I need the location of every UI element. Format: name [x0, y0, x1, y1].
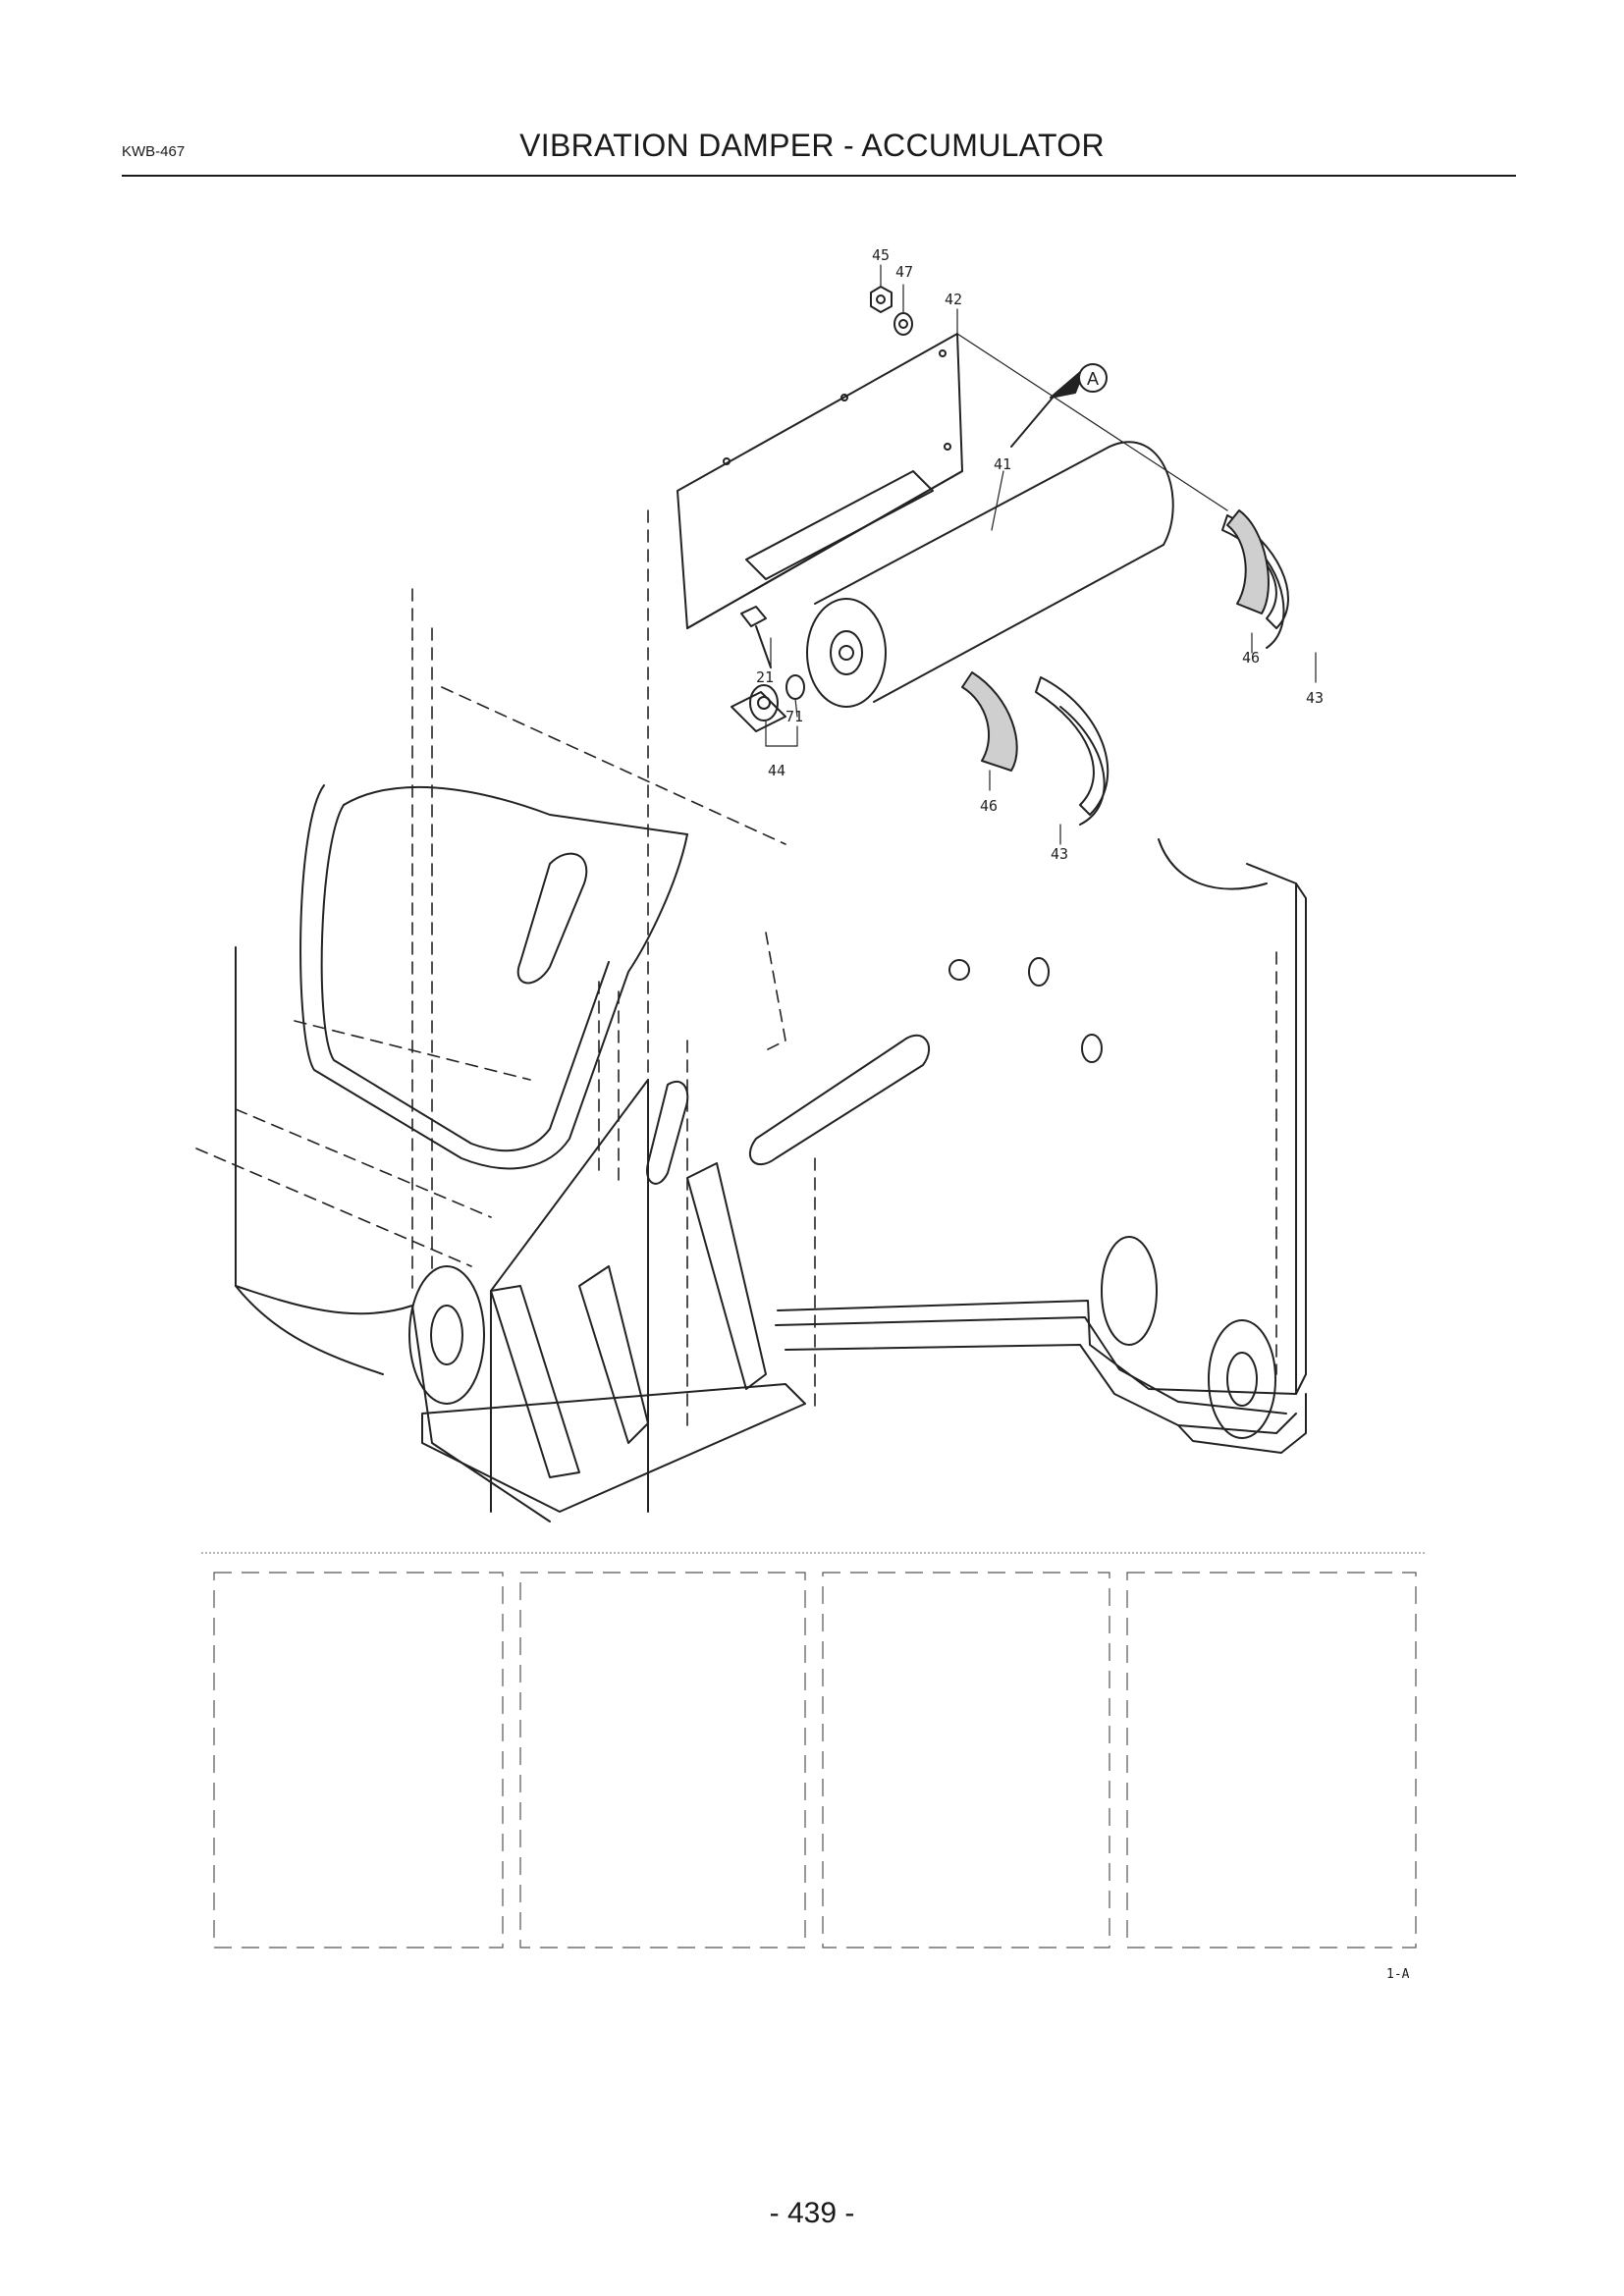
callout-46-lower: 46	[980, 797, 998, 815]
fitting-44	[731, 684, 786, 732]
frame-drawing	[235, 784, 1307, 1522]
page-number: - 439 -	[769, 2197, 855, 2229]
callout-47: 47	[895, 263, 913, 281]
parts-table	[201, 1552, 1426, 1949]
callout-43-upper: 43	[1306, 689, 1324, 707]
callouts: 45 47 42 41 21 71 44 46 43 46 43 A	[756, 246, 1324, 863]
hidden-lines	[195, 509, 1277, 1434]
header-rule	[122, 175, 1516, 177]
callout-71: 71	[785, 708, 803, 725]
leader-lines	[765, 264, 1317, 845]
view-label-a: A	[1087, 369, 1099, 389]
mounting-straps	[1035, 514, 1289, 826]
callout-41: 41	[994, 455, 1011, 473]
callout-21: 21	[756, 668, 774, 686]
o-ring-71	[785, 674, 805, 700]
nut-45	[870, 286, 893, 313]
callout-44: 44	[768, 762, 785, 779]
callout-42: 42	[945, 291, 962, 308]
document-code: KWB-467	[122, 143, 186, 160]
callout-46-upper: 46	[1242, 649, 1260, 667]
washer-47	[893, 312, 913, 336]
callout-43-lower: 43	[1051, 845, 1068, 863]
pads-46	[961, 509, 1270, 772]
page-title: VIBRATION DAMPER - ACCUMULATOR	[519, 128, 1105, 163]
bolt-21	[740, 606, 772, 668]
bracket-plate-42	[677, 333, 963, 629]
callout-45: 45	[872, 246, 890, 264]
view-arrow-a	[1010, 363, 1108, 448]
figure-reference: 1-A	[1386, 1967, 1410, 1982]
accumulator-41	[806, 441, 1174, 708]
